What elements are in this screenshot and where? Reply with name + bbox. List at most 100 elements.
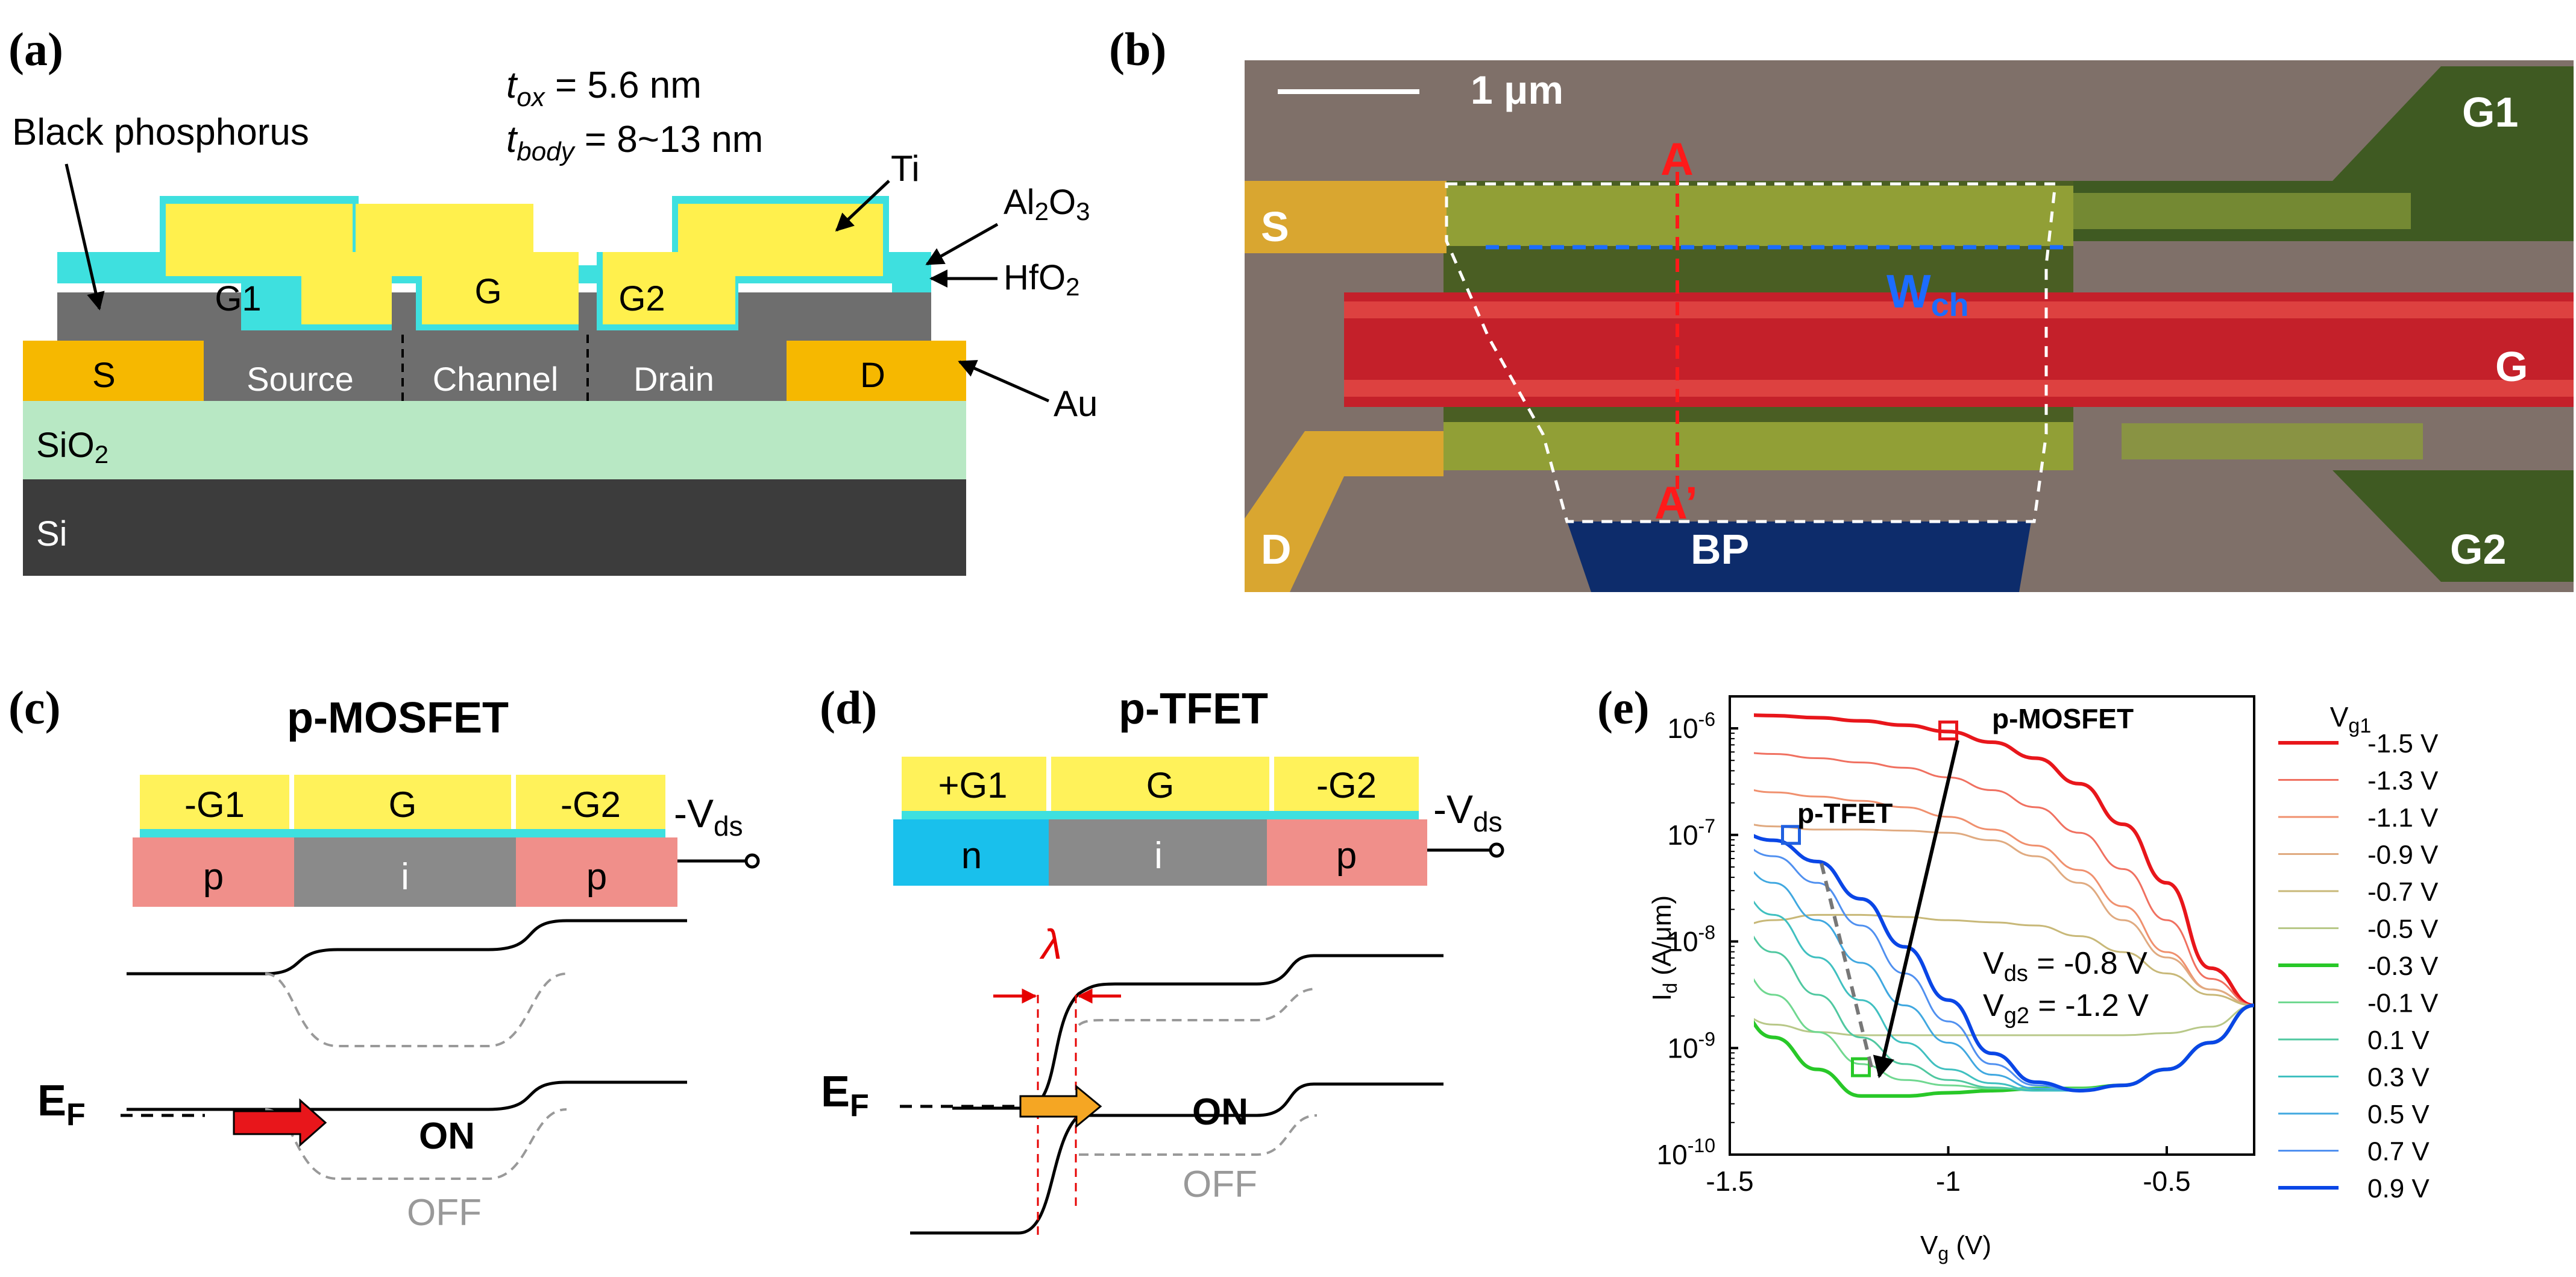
- legend-entry: -0.9 V: [2367, 840, 2439, 870]
- c-i-text: i: [401, 856, 409, 898]
- au-arrow: [958, 360, 1050, 403]
- d-ef: EF: [821, 1068, 869, 1123]
- c-p-right: [516, 837, 677, 907]
- series-line: [1754, 913, 2254, 1007]
- source-contact: [23, 341, 204, 401]
- legend-entry: 0.9 V: [2367, 1174, 2430, 1203]
- si-layer: [23, 479, 966, 576]
- c-ef: EF: [37, 1077, 86, 1132]
- x-tick-label: -1: [1936, 1165, 1961, 1197]
- g1-gate: [166, 204, 392, 324]
- sio2-layer: [23, 401, 966, 479]
- d-vds: -Vds: [1433, 787, 1503, 837]
- d-current-arrow: [1019, 1084, 1102, 1129]
- d-g-text: G: [1146, 765, 1175, 806]
- al2o3-label: Al2O3: [1004, 183, 1090, 225]
- d-n-left: [893, 819, 1049, 886]
- tbody-label: tbody = 8~13 nm: [506, 119, 763, 166]
- s-label: S: [92, 356, 116, 395]
- ti-arrow: [835, 180, 890, 232]
- c-terminal: [744, 853, 760, 869]
- highlight-marker: [1781, 825, 1801, 845]
- legend-entry: 0.5 V: [2367, 1100, 2430, 1129]
- g2-finger: [1444, 422, 2073, 470]
- d-title: p-TFET: [1119, 685, 1268, 733]
- legend-entry: -0.7 V: [2367, 877, 2439, 907]
- series-line: [1754, 900, 2254, 1092]
- bp-label: Black phosphorus: [12, 112, 309, 153]
- c-vb-off: [265, 1108, 567, 1180]
- series-line: [1754, 752, 2254, 1007]
- g-label: G: [474, 272, 501, 311]
- series-line: [1754, 789, 2254, 1007]
- highlight-marker: [1851, 1057, 1871, 1077]
- drain-contact: [787, 341, 966, 401]
- mosfet-arrow: [1873, 740, 1959, 1079]
- si-label: Si: [36, 514, 68, 553]
- g1-finger: [1444, 186, 2073, 246]
- panel-d: (d) p-TFET +G1 G -G2 n i p -Vds λ EF ON …: [820, 681, 1504, 1236]
- ann-mosfet: p-MOSFET: [1992, 703, 2134, 734]
- y-tick-label: 10-7: [1667, 815, 1715, 851]
- panel-b-label: (b): [1109, 23, 1166, 75]
- series-lines: [1754, 713, 2254, 1098]
- legend-entry: -0.1 V: [2367, 989, 2439, 1018]
- cond-vg2: Vg2 = -1.2 V: [1983, 988, 2149, 1029]
- legend-entry: 0.1 V: [2367, 1026, 2430, 1055]
- c-vds: -Vds: [674, 791, 743, 842]
- panel-a: (a) tox = 5.6 nm tbody = 8~13 nm Black p…: [8, 23, 1098, 576]
- s-contact: [1245, 181, 1447, 253]
- c-current-arrow: [233, 1098, 327, 1147]
- d-n-text: n: [961, 835, 982, 877]
- ti-label: Ti: [891, 148, 920, 189]
- d-off: OFF: [1183, 1164, 1257, 1205]
- c-off: OFF: [407, 1192, 482, 1234]
- x-tick-label: -0.5: [2143, 1165, 2190, 1197]
- d-oxide: [902, 811, 1419, 819]
- markers: [1781, 720, 1958, 1077]
- highlight-marker: [1938, 720, 1958, 741]
- x-tick-label: -1.5: [1706, 1165, 1753, 1197]
- wch-label: Wch: [1886, 265, 1969, 323]
- y-tick-label: 10-9: [1667, 1028, 1715, 1064]
- d-cb-on: [952, 954, 1444, 1110]
- legend-entry: -1.1 V: [2367, 803, 2439, 833]
- panel-e-label: (e): [1597, 681, 1650, 734]
- b-g1-label: G1: [2462, 89, 2518, 136]
- c-cb-on: [127, 919, 687, 976]
- d-terminal: [1489, 842, 1504, 858]
- y-tick-label: 10-6: [1667, 708, 1715, 744]
- d-g-gate: [1051, 757, 1269, 811]
- au-label: Au: [1054, 383, 1098, 424]
- a-label: A: [1660, 134, 1694, 185]
- channel-label: Channel: [433, 360, 559, 398]
- g2-gate: [603, 204, 883, 324]
- cond-vds: Vds = -0.8 V: [1983, 946, 2147, 986]
- legend-title: Vg1: [2330, 701, 2372, 737]
- bp-arrow: [64, 163, 105, 311]
- c-title: p-MOSFET: [287, 694, 509, 742]
- d-p-right: [1267, 819, 1427, 886]
- d-on: ON: [1192, 1091, 1248, 1133]
- c-g-text: G: [389, 784, 417, 825]
- panel-c-label: (c): [8, 681, 61, 734]
- legend-entry: -1.5 V: [2367, 729, 2439, 758]
- plot-frame: [1729, 695, 2255, 1156]
- source-label: Source: [247, 360, 353, 398]
- d-g1-gate: [902, 757, 1046, 811]
- legend-entry: -0.5 V: [2367, 915, 2439, 944]
- c-oxide: [140, 829, 665, 837]
- ann-tfet: p-TFET: [1797, 798, 1893, 829]
- series-line: [1754, 824, 2254, 1007]
- y-axis-label: Id (A/μm): [1647, 895, 1681, 1001]
- legend-entry: -1.3 V: [2367, 766, 2439, 796]
- x-axis-label: Vg (V): [1920, 1231, 1991, 1264]
- c-i-mid: [294, 837, 516, 907]
- c-g1-gate: [140, 775, 289, 829]
- legend-entry: 0.7 V: [2367, 1137, 2430, 1167]
- series-line: [1754, 713, 2254, 1007]
- d-contact: [1245, 431, 1444, 592]
